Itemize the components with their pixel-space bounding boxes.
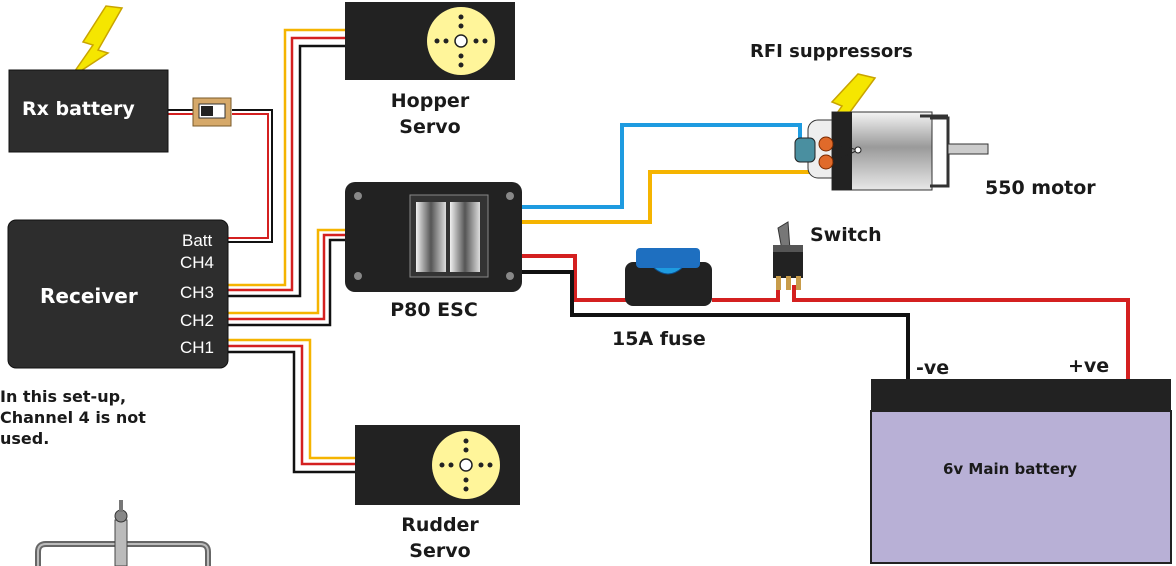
receiver-box bbox=[7, 219, 229, 369]
rudder-servo-wires bbox=[228, 338, 355, 474]
power-wires bbox=[522, 254, 1130, 380]
channel-note: In this set-up, Channel 4 is not used. bbox=[0, 386, 230, 449]
motor-icon bbox=[794, 111, 989, 191]
batt-port-label: Batt bbox=[182, 231, 213, 250]
hopper-servo-label-line2: Servo bbox=[399, 116, 461, 138]
negative-terminal-label: -ve bbox=[916, 357, 950, 379]
toggle-switch-icon bbox=[773, 221, 803, 290]
note-line-3: used. bbox=[0, 429, 50, 448]
hopper-servo-label-line1: Hopper bbox=[390, 90, 470, 112]
ch2-port-label: CH2 bbox=[180, 311, 215, 330]
ch3-port-label: CH3 bbox=[180, 283, 215, 302]
rudder-servo-label: Rudder Servo bbox=[360, 512, 520, 564]
rudder-servo-label-line2: Servo bbox=[409, 540, 471, 562]
hopper-servo-wires bbox=[228, 28, 345, 298]
ch4-port-label: CH4 bbox=[180, 253, 215, 272]
switch-label: Switch bbox=[810, 224, 882, 246]
fuse-icon bbox=[625, 248, 712, 306]
hopper-servo-label: Hopper Servo bbox=[350, 88, 510, 140]
motor-wires bbox=[522, 123, 820, 224]
hopper-servo bbox=[345, 2, 515, 80]
note-line-1: In this set-up, bbox=[0, 387, 127, 406]
esc-label: P80 ESC bbox=[390, 299, 478, 321]
rudder-servo bbox=[355, 425, 520, 505]
transmitter-icon bbox=[35, 500, 211, 566]
main-battery-label: 6v Main battery bbox=[943, 460, 1078, 478]
rx-battery-box bbox=[8, 69, 169, 153]
rx-switch-icon bbox=[192, 97, 232, 127]
esc-unit bbox=[345, 182, 522, 292]
main-battery bbox=[870, 379, 1172, 564]
rudder-servo-label-line1: Rudder bbox=[401, 514, 479, 536]
positive-terminal-label: +ve bbox=[1068, 355, 1110, 377]
rx-battery-label: Rx battery bbox=[22, 98, 135, 120]
motor-label: 550 motor bbox=[985, 177, 1096, 199]
esc-signal-wires bbox=[228, 228, 345, 327]
note-line-2: Channel 4 is not bbox=[0, 408, 146, 427]
ch1-port-label: CH1 bbox=[180, 338, 215, 357]
receiver-label: Receiver bbox=[40, 284, 138, 308]
lightning-arrow-icon bbox=[69, 5, 124, 79]
fuse-label: 15A fuse bbox=[612, 328, 706, 350]
rfi-label: RFI suppressors bbox=[750, 41, 913, 62]
